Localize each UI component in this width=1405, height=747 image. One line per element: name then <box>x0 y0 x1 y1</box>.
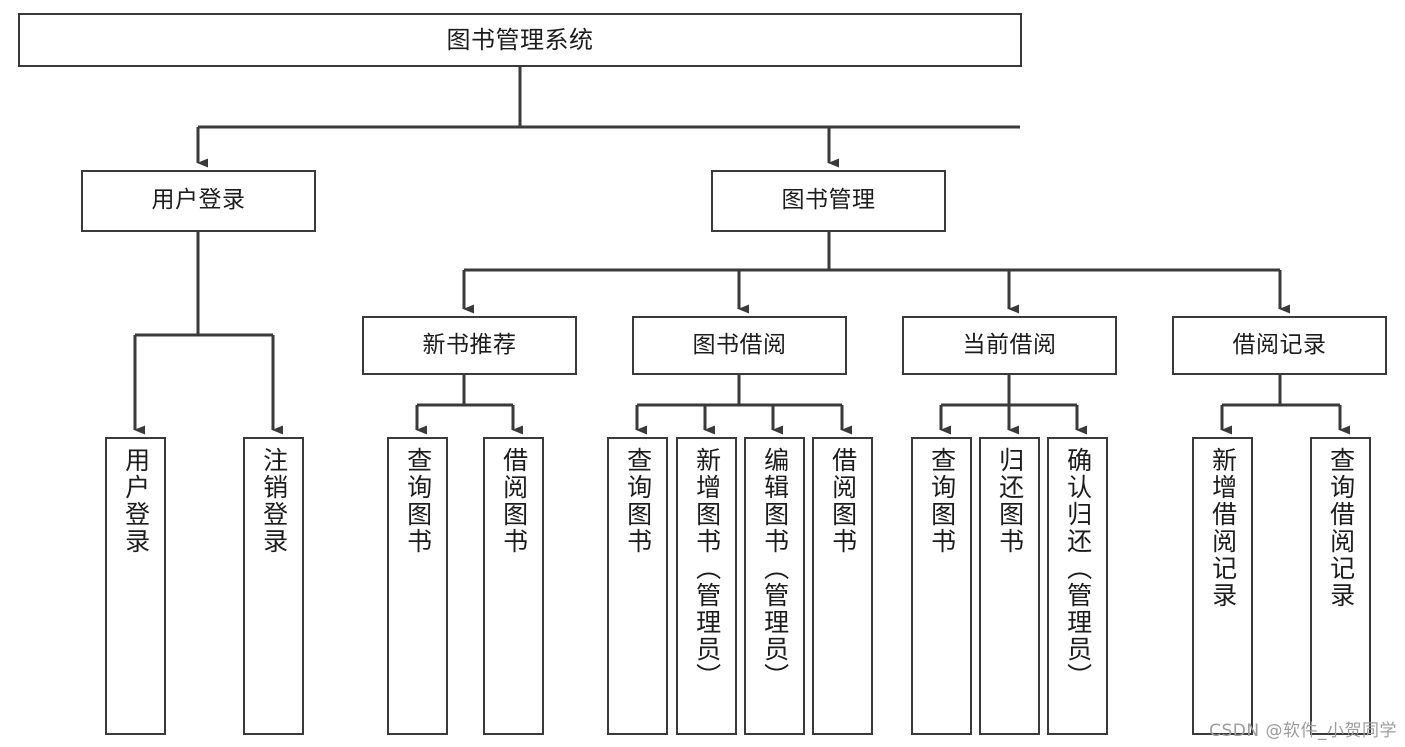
node-label: 借阅图书 <box>828 447 858 555</box>
node-label: 新增图书（管理员） <box>692 447 722 690</box>
node-book-management[interactable]: 图书管理 <box>711 170 946 232</box>
leaf-book-borrow-query[interactable]: 查询图书 <box>607 437 668 735</box>
node-label: 查询图书 <box>623 447 653 555</box>
node-root-system[interactable]: 图书管理系统 <box>18 13 1022 67</box>
node-label: 编辑图书（管理员） <box>760 447 790 690</box>
node-label: 新增借阅记录 <box>1208 447 1238 609</box>
node-label: 图书管理系统 <box>446 25 594 54</box>
node-label: 归还图书 <box>995 447 1025 555</box>
node-label: 查询图书 <box>403 447 433 555</box>
leaf-book-borrow-add[interactable]: 新增图书（管理员） <box>676 437 737 735</box>
node-label: 用户登录 <box>151 187 246 214</box>
node-label: 图书借阅 <box>692 331 787 358</box>
leaf-book-borrow-borrow[interactable]: 借阅图书 <box>812 437 873 735</box>
node-label: 注销登录 <box>259 447 289 555</box>
node-borrow-record[interactable]: 借阅记录 <box>1172 316 1387 375</box>
leaf-user-login-logout[interactable]: 注销登录 <box>243 437 304 735</box>
leaf-current-borrow-return[interactable]: 归还图书 <box>979 437 1040 735</box>
node-book-borrow[interactable]: 图书借阅 <box>632 316 847 375</box>
leaf-borrow-record-add[interactable]: 新增借阅记录 <box>1192 437 1253 735</box>
node-label: 确认归还（管理员） <box>1063 447 1093 690</box>
node-label: 借阅记录 <box>1232 331 1327 358</box>
node-new-book-recommend[interactable]: 新书推荐 <box>362 316 577 375</box>
node-label: 用户登录 <box>121 447 151 555</box>
leaf-new-book-query[interactable]: 查询图书 <box>387 437 448 735</box>
node-label: 查询借阅记录 <box>1326 447 1356 609</box>
node-label: 当前借阅 <box>962 331 1057 358</box>
node-label: 查询图书 <box>927 447 957 555</box>
leaf-current-borrow-query[interactable]: 查询图书 <box>911 437 972 735</box>
node-label: 借阅图书 <box>499 447 529 555</box>
node-user-login[interactable]: 用户登录 <box>81 170 316 232</box>
node-current-borrow[interactable]: 当前借阅 <box>902 316 1117 375</box>
leaf-current-borrow-confirm-return[interactable]: 确认归还（管理员） <box>1047 437 1108 735</box>
leaf-user-login-login[interactable]: 用户登录 <box>105 437 166 735</box>
leaf-new-book-borrow[interactable]: 借阅图书 <box>483 437 544 735</box>
leaf-borrow-record-query[interactable]: 查询借阅记录 <box>1310 437 1371 735</box>
node-label: 新书推荐 <box>422 331 517 358</box>
node-label: 图书管理 <box>781 187 876 214</box>
leaf-book-borrow-edit[interactable]: 编辑图书（管理员） <box>744 437 805 735</box>
